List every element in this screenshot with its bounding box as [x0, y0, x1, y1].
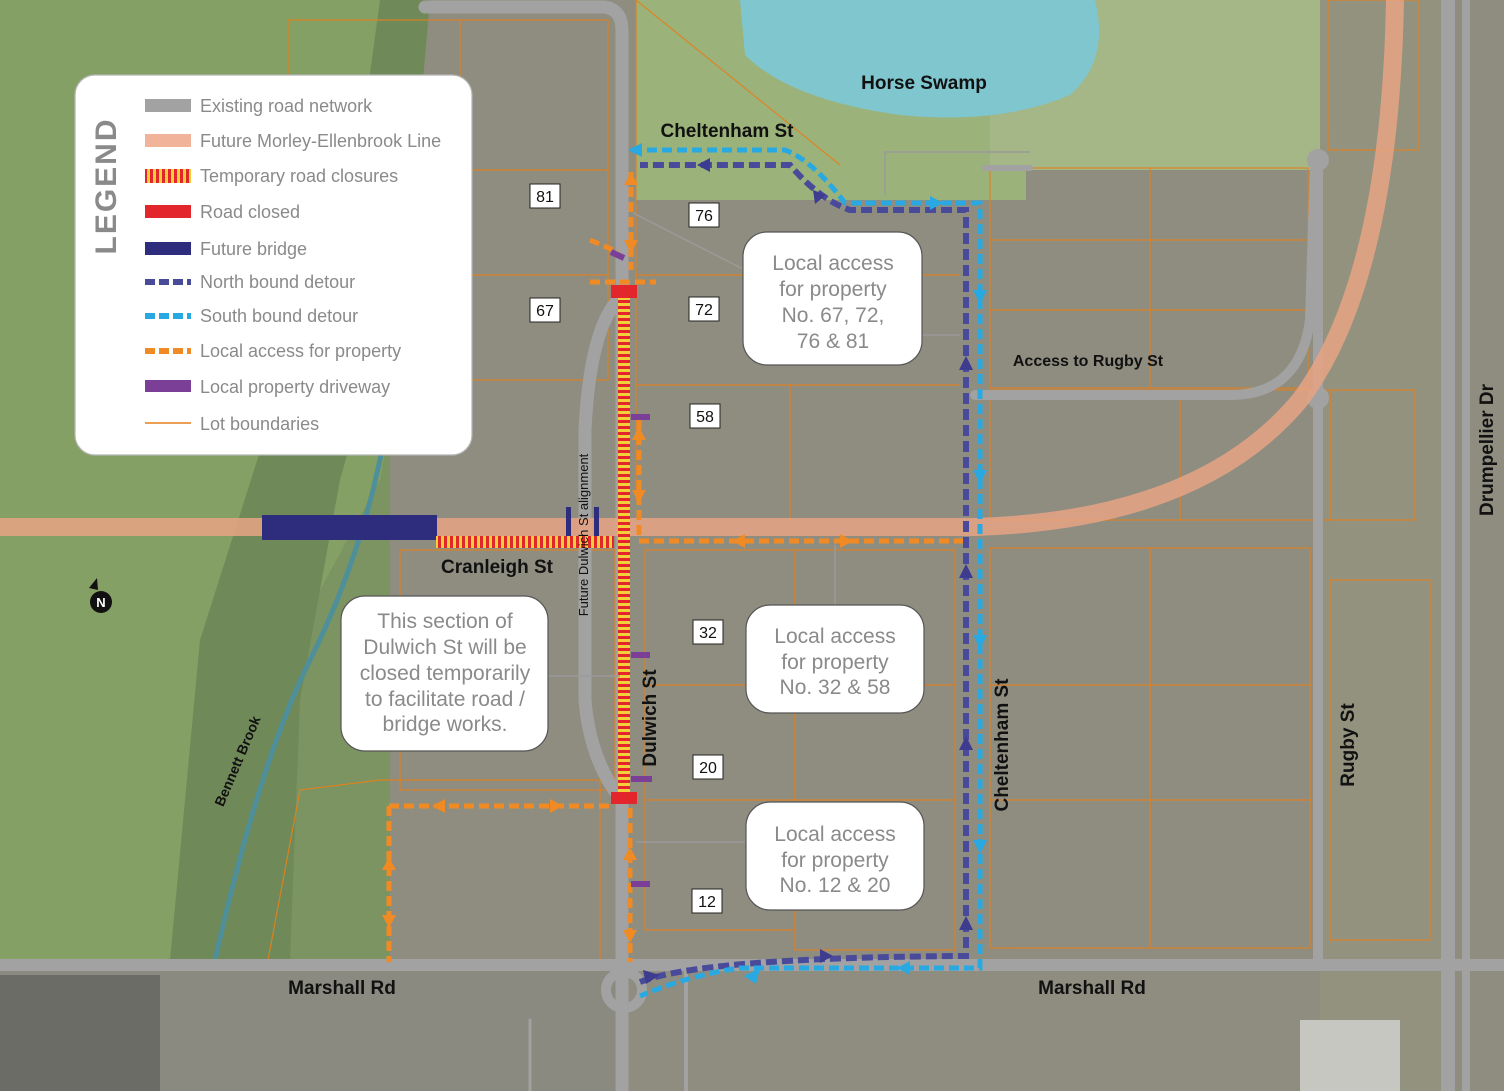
future-bridge-dulwich-east — [594, 507, 599, 547]
svg-text:This section of: This section of — [377, 610, 513, 633]
svg-text:76: 76 — [695, 208, 713, 225]
lot-labels: 81 76 67 72 58 32 20 12 — [529, 183, 724, 914]
north-bound-detour — [638, 162, 969, 985]
lot-67: 67 — [529, 297, 561, 323]
lot-76: 76 — [688, 202, 720, 228]
svg-text:Future bridge: Future bridge — [200, 239, 307, 259]
svg-text:20: 20 — [699, 760, 717, 777]
svg-text:58: 58 — [696, 409, 714, 426]
svg-text:32: 32 — [699, 625, 717, 642]
south-bound-arrows — [628, 143, 987, 984]
lot-32: 32 — [692, 619, 724, 645]
svg-text:Road closed: Road closed — [200, 202, 300, 222]
svg-text:Local property driveway: Local property driveway — [200, 377, 390, 397]
svg-text:Local access: Local access — [774, 823, 895, 846]
svg-text:72: 72 — [695, 302, 713, 319]
road-label-cheltenham-top: Cheltenham St — [660, 121, 794, 142]
svg-text:for property: for property — [779, 278, 887, 301]
closure-dulwich — [618, 295, 630, 800]
rugby-roundabout-north — [1307, 149, 1329, 171]
place-horse-swamp: Horse Swamp — [861, 73, 987, 94]
svg-text:South bound detour: South bound detour — [200, 306, 358, 326]
callout-closure-note: This section of Dulwich St will be close… — [340, 595, 549, 752]
horse-swamp-water — [740, 0, 1100, 118]
svg-text:Lot boundaries: Lot boundaries — [200, 414, 319, 434]
road-label-drumpellier: Drumpellier Dr — [1477, 383, 1498, 516]
svg-text:No. 32 & 58: No. 32 & 58 — [780, 676, 891, 699]
callout-mid-access: Local access for property No. 32 & 58 — [745, 604, 925, 714]
svg-text:Local access: Local access — [772, 252, 893, 275]
svg-text:N: N — [96, 595, 105, 610]
future-bridge-dulwich-west — [566, 507, 571, 547]
svg-text:bridge works.: bridge works. — [383, 713, 508, 736]
svg-text:Local access: Local access — [774, 625, 895, 648]
north-compass-icon: N — [89, 578, 112, 613]
lot-12: 12 — [691, 888, 723, 914]
lot-81: 81 — [529, 183, 561, 209]
svg-text:to facilitate road /: to facilitate road / — [365, 688, 525, 711]
callout-south-access: Local access for property No. 12 & 20 — [745, 801, 925, 911]
road-closed-north — [611, 285, 637, 298]
lot-58: 58 — [689, 403, 721, 429]
lot-20: 20 — [692, 754, 724, 780]
svg-text:for property: for property — [781, 651, 889, 674]
lot-72: 72 — [688, 296, 720, 322]
svg-text:76 & 81: 76 & 81 — [797, 330, 869, 353]
svg-text:No. 67, 72,: No. 67, 72, — [782, 304, 885, 327]
legend-item-driveway: Local property driveway — [145, 377, 390, 397]
legend-item-future-bridge: Future bridge — [145, 239, 307, 259]
local-access-arrows — [382, 172, 853, 943]
legend-item-temp-closure: Temporary road closures — [145, 166, 398, 186]
legend-title: LEGEND — [90, 117, 123, 254]
svg-text:closed temporarily: closed temporarily — [360, 662, 531, 685]
legend-item-lot-boundary: Lot boundaries — [145, 414, 319, 434]
legend-item-local-access: Local access for property — [145, 341, 401, 361]
legend-item-existing-road: Existing road network — [145, 96, 373, 116]
road-label-cranleigh: Cranleigh St — [441, 557, 554, 578]
svg-text:Local access for property: Local access for property — [200, 341, 401, 361]
svg-text:12: 12 — [698, 894, 716, 911]
legend-item-road-closed: Road closed — [145, 202, 300, 222]
svg-text:67: 67 — [536, 303, 554, 320]
svg-text:North bound detour: North bound detour — [200, 272, 355, 292]
leader-lines — [548, 151, 1030, 843]
future-bridge-brook — [262, 515, 437, 540]
north-bound-arrows — [643, 158, 973, 984]
road-label-marshall-left: Marshall Rd — [288, 978, 396, 999]
marshall-roundabout — [601, 967, 647, 1013]
road-label-cheltenham-vert: Cheltenham St — [992, 678, 1013, 812]
svg-text:No. 12 & 20: No. 12 & 20 — [780, 874, 891, 897]
south-bound-detour — [632, 147, 983, 999]
svg-text:Temporary road closures: Temporary road closures — [200, 166, 398, 186]
legend: LEGEND Existing road network Future Morl… — [74, 74, 473, 456]
legend-item-future-line: Future Morley-Ellenbrook Line — [145, 131, 441, 151]
svg-text:Future Morley-Ellenbrook Line: Future Morley-Ellenbrook Line — [200, 131, 441, 151]
road-label-dulwich: Dulwich St — [640, 669, 661, 767]
closure-cranleigh — [436, 536, 614, 548]
svg-text:81: 81 — [536, 189, 554, 206]
road-label-marshall-right: Marshall Rd — [1038, 978, 1146, 999]
road-label-future-dulwich: Future Dulwich St alignment — [576, 453, 591, 616]
svg-text:for property: for property — [781, 849, 889, 872]
legend-item-south-detour: South bound detour — [145, 306, 358, 326]
driveways — [609, 249, 652, 887]
place-access-rugby: Access to Rugby St — [1013, 353, 1164, 370]
future-rail-line — [0, 0, 1404, 536]
svg-text:Dulwich St will be: Dulwich St will be — [363, 636, 526, 659]
road-label-rugby: Rugby St — [1338, 703, 1359, 787]
svg-text:Existing road network: Existing road network — [200, 96, 373, 116]
legend-item-north-detour: North bound detour — [145, 272, 355, 292]
road-closed-south — [611, 792, 637, 804]
callout-north-access: Local access for property No. 67, 72, 76… — [742, 231, 923, 366]
